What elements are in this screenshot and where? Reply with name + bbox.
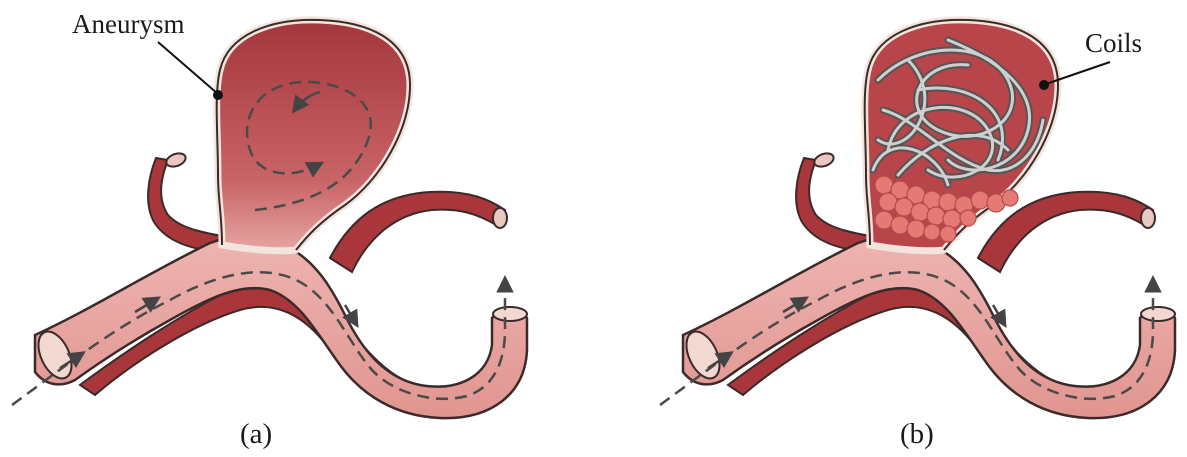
- panel-a: Aneurysm (a): [12, 9, 527, 450]
- panel-b-label: (b): [900, 418, 934, 450]
- aneurysm-label: Aneurysm: [72, 9, 184, 39]
- panel-b: Coils (b): [660, 20, 1175, 450]
- branch-vessel-left: [796, 158, 870, 252]
- aneurysm-pointer: [158, 42, 218, 94]
- branch-vessel-right: [330, 192, 505, 272]
- branch-vessel-left: [148, 158, 222, 252]
- coils-label: Coils: [1085, 28, 1142, 58]
- parent-vessel: [683, 236, 1175, 418]
- panel-a-label: (a): [240, 418, 272, 450]
- parent-vessel: [35, 236, 527, 418]
